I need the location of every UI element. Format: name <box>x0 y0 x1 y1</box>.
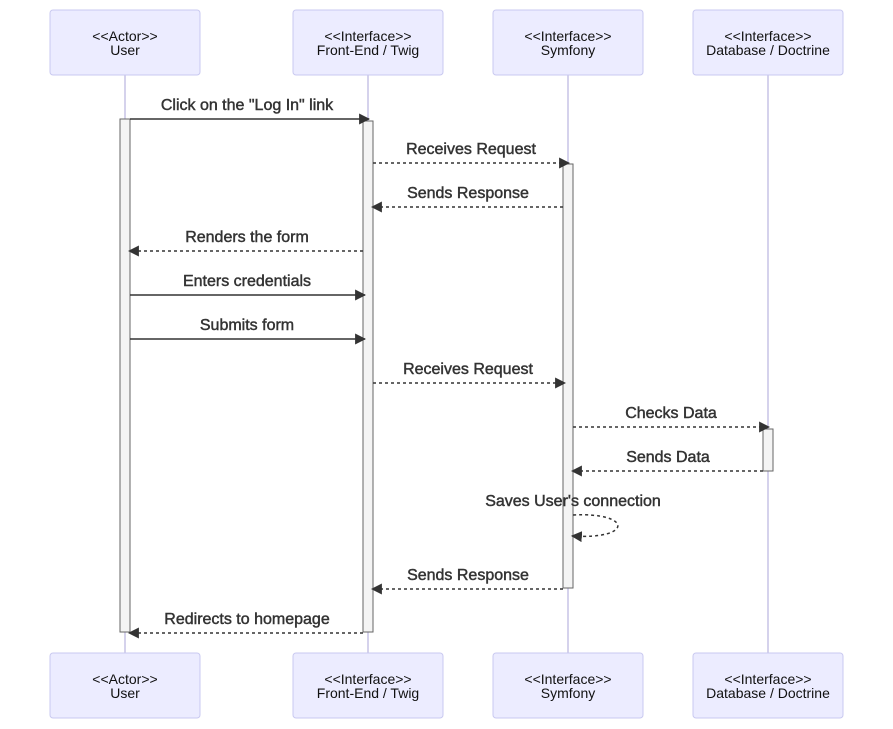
participant-name: Symfony <box>541 42 595 58</box>
participant-database-top: <<Interface>> Database / Doctrine <box>692 9 844 76</box>
message-label: Redirects to homepage <box>164 611 330 628</box>
message-8: Checks Data <box>573 405 771 433</box>
message-10-self: Saves User's connection <box>485 493 661 543</box>
participant-stereotype: <<Interface>> <box>524 671 611 687</box>
participant-stereotype: <<Actor>> <box>92 671 157 687</box>
participants-bottom: <<Actor>> User <<Interface>> Front-End /… <box>49 652 844 719</box>
message-3: Sends Response <box>370 185 563 213</box>
message-label: Receives Request <box>406 141 536 158</box>
participant-name: Database / Doctrine <box>706 42 830 58</box>
message-9: Sends Data <box>570 449 763 477</box>
activation-frontend <box>362 120 374 633</box>
activation-symfony <box>562 163 574 589</box>
participant-name: User <box>110 42 140 58</box>
participant-symfony-bottom: <<Interface>> Symfony <box>492 652 644 719</box>
message-label: Click on the "Log In" link <box>161 97 334 114</box>
message-1: Click on the "Log In" link <box>130 97 371 125</box>
participant-user-bottom: <<Actor>> User <box>49 652 201 719</box>
participant-stereotype: <<Interface>> <box>324 671 411 687</box>
message-label: Sends Data <box>626 449 710 466</box>
message-7: Receives Request <box>373 361 567 389</box>
message-label: Receives Request <box>403 361 533 378</box>
message-label: Saves User's connection <box>485 493 661 510</box>
participant-name: Front-End / Twig <box>317 42 419 58</box>
messages: Click on the "Log In" link Receives Requ… <box>127 97 771 639</box>
activation-user <box>119 118 131 633</box>
participant-user-top: <<Actor>> User <box>49 9 201 76</box>
message-11: Sends Response <box>370 567 563 595</box>
participant-database-bottom: <<Interface>> Database / Doctrine <box>692 652 844 719</box>
participant-stereotype: <<Interface>> <box>724 671 811 687</box>
participant-stereotype: <<Actor>> <box>92 28 157 44</box>
message-2: Receives Request <box>373 141 571 169</box>
message-label: Enters credentials <box>183 273 311 290</box>
participant-stereotype: <<Interface>> <box>724 28 811 44</box>
participant-name: Symfony <box>541 685 595 701</box>
message-label: Sends Response <box>407 185 529 202</box>
message-label: Sends Response <box>407 567 529 584</box>
activation-database <box>762 428 774 472</box>
participant-frontend-top: <<Interface>> Front-End / Twig <box>292 9 444 76</box>
participant-symfony-top: <<Interface>> Symfony <box>492 9 644 76</box>
participant-name: User <box>110 685 140 701</box>
participant-frontend-bottom: <<Interface>> Front-End / Twig <box>292 652 444 719</box>
message-label: Renders the form <box>185 229 309 246</box>
message-4: Renders the form <box>127 229 363 257</box>
participant-stereotype: <<Interface>> <box>324 28 411 44</box>
participant-name: Front-End / Twig <box>317 685 419 701</box>
message-arrow <box>570 514 619 543</box>
message-12: Redirects to homepage <box>127 611 363 639</box>
message-6: Submits form <box>130 317 367 345</box>
participant-stereotype: <<Interface>> <box>524 28 611 44</box>
message-label: Checks Data <box>625 405 717 422</box>
message-5: Enters credentials <box>130 273 367 301</box>
participants-top: <<Actor>> User <<Interface>> Front-End /… <box>49 9 844 76</box>
message-label: Submits form <box>200 317 294 334</box>
participant-name: Database / Doctrine <box>706 685 830 701</box>
